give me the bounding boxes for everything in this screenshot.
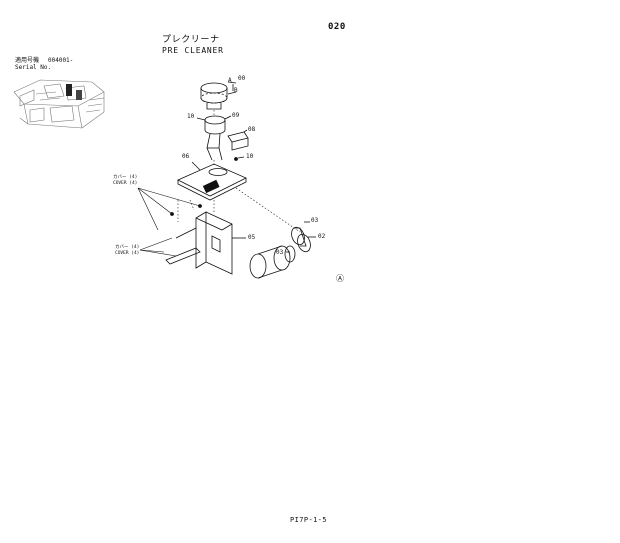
callout-10-upper: 10 — [187, 113, 195, 120]
callout-03-lower: 03 — [276, 249, 284, 256]
leader-line-06 — [192, 162, 200, 170]
callout-02: 02 — [318, 233, 326, 240]
revision-mark: Ⓐ — [336, 274, 344, 283]
air-cleaner-body — [250, 246, 295, 278]
cover-leader-lines — [138, 188, 200, 256]
page-number: 020 — [328, 22, 346, 32]
pre-cleaner-cap — [201, 83, 227, 109]
assembly-dashed-lines — [178, 110, 300, 232]
bolt — [235, 158, 238, 161]
locator-highlight — [66, 84, 82, 100]
cover-note-en-upper: COVER (4) — [113, 181, 138, 186]
callout-06: 06 — [182, 153, 190, 160]
callout-09: 09 — [232, 112, 240, 119]
cover-bracket — [166, 212, 232, 274]
title-english: PRE CLEANER — [162, 46, 224, 55]
cover-note-jp-lower: カバー (4) — [115, 245, 140, 250]
serial-label-english: Serial No. — [15, 64, 52, 71]
callout-00: 00 — [238, 75, 246, 82]
callout-08: 08 — [248, 126, 256, 133]
serial-number-range: 004001- — [48, 57, 74, 64]
screw — [199, 205, 202, 208]
hose — [289, 225, 312, 253]
title-japanese: プレクリーナ — [162, 35, 220, 45]
clamp-bracket — [228, 132, 248, 150]
mounting-plate — [178, 164, 246, 200]
serial-label-japanese: 適用号機 — [15, 57, 40, 64]
callout-b: B — [234, 87, 238, 94]
leader-line-09 — [225, 116, 231, 119]
callout-10-lower: 10 — [246, 153, 254, 160]
cover-note-jp-upper: カバー (4) — [113, 175, 138, 180]
inlet-tube — [205, 116, 225, 160]
leader-line-a — [228, 82, 236, 83]
leader-line-b — [228, 92, 236, 94]
leader-line-10a — [197, 118, 205, 120]
screw — [171, 213, 174, 216]
leader-line-10b — [238, 157, 244, 158]
callout-05: 05 — [248, 234, 256, 241]
callout-a: A — [228, 77, 232, 84]
footer-code: PI7P-1-5 — [290, 516, 327, 524]
callout-03-upper: 03 — [311, 217, 319, 224]
cover-note-en-lower: COVER (4) — [115, 251, 140, 256]
machine-locator-thumbnail — [14, 80, 104, 128]
leader-line-08 — [244, 130, 247, 132]
